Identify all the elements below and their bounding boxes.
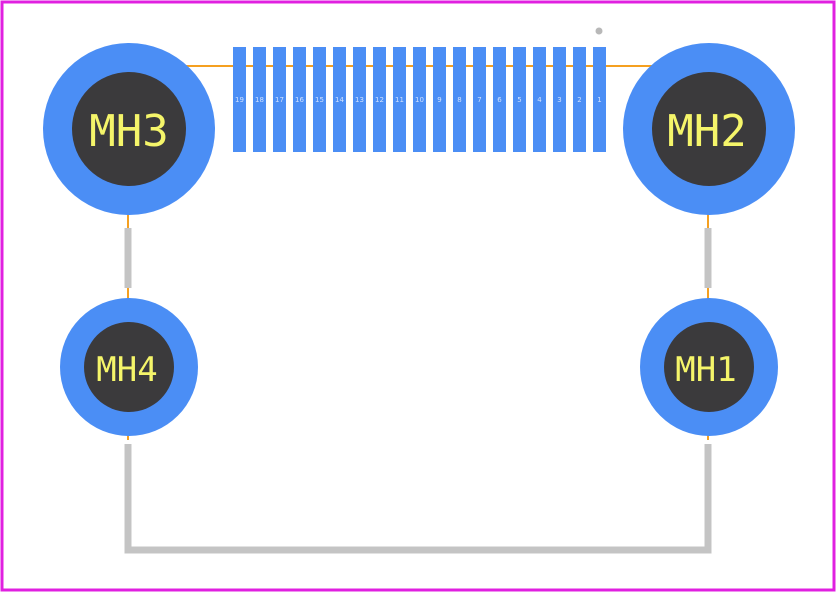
- pin-label-5: 5: [517, 96, 521, 104]
- silkscreen-bottom: [124, 444, 712, 554]
- mh3-drill-hole: [72, 72, 186, 186]
- mounting-hole-mh2: MH2: [623, 43, 795, 215]
- pin-pad-1: [593, 47, 606, 152]
- pin-label-11: 11: [395, 96, 404, 104]
- mh4-drill-hole: [84, 322, 174, 412]
- pin-label-4: 4: [537, 96, 542, 104]
- mounting-hole-mh4: MH4: [60, 298, 198, 436]
- mh2-label: MH2: [667, 106, 746, 157]
- pin-pad-2: [573, 47, 586, 152]
- mounting-hole-mh1: MH1: [640, 298, 778, 436]
- mh4-label: MH4: [96, 350, 157, 390]
- pin-pad-17: [273, 47, 286, 152]
- pin-label-10: 10: [415, 96, 424, 104]
- pin-label-15: 15: [315, 96, 324, 104]
- mh1-drill-hole: [664, 322, 754, 412]
- pin-label-9: 9: [437, 96, 441, 104]
- pin-pad-19: [233, 47, 246, 152]
- pin-pad-7: [473, 47, 486, 152]
- pin1-marker-dot: [595, 27, 603, 35]
- pin-label-6: 6: [497, 96, 502, 104]
- mounting-hole-mh3: MH3: [43, 43, 215, 215]
- pin-label-17: 17: [275, 96, 284, 104]
- pin-pad-5: [513, 47, 526, 152]
- pin-label-16: 16: [295, 96, 304, 104]
- pin-label-1: 1: [597, 96, 601, 104]
- mh2-drill-hole: [652, 72, 766, 186]
- pin-pad-3: [553, 47, 566, 152]
- pin-pad-8: [453, 47, 466, 152]
- pin-label-8: 8: [457, 96, 461, 104]
- mh3-label: MH3: [89, 106, 168, 157]
- pin-pad-4: [533, 47, 546, 152]
- pin-label-13: 13: [355, 96, 364, 104]
- pin-label-2: 2: [577, 96, 581, 104]
- pin-pad-18: [253, 47, 266, 152]
- pin-label-3: 3: [557, 96, 561, 104]
- pin-label-18: 18: [255, 96, 264, 104]
- silkscreen-outline: [124, 228, 712, 554]
- pin-label-12: 12: [375, 96, 384, 104]
- mh1-label: MH1: [675, 350, 736, 390]
- pin-pad-15: [313, 47, 326, 152]
- pin-pad-16: [293, 47, 306, 152]
- pin-label-14: 14: [335, 96, 344, 104]
- pin-pad-6: [493, 47, 506, 152]
- pin-pad-9: [433, 47, 446, 152]
- pin-pad-14: [333, 47, 346, 152]
- pin-pad-13: [353, 47, 366, 152]
- pin-pad-11: [393, 47, 406, 152]
- pin-label-19: 19: [235, 96, 244, 104]
- pin-label-7: 7: [477, 96, 481, 104]
- pin-pad-12: [373, 47, 386, 152]
- pin-pads: 19 18 17 16 15 14 13 12 11 10 9 8 7 6 5 4 3 2 1: [233, 47, 606, 152]
- pin-pad-10: [413, 47, 426, 152]
